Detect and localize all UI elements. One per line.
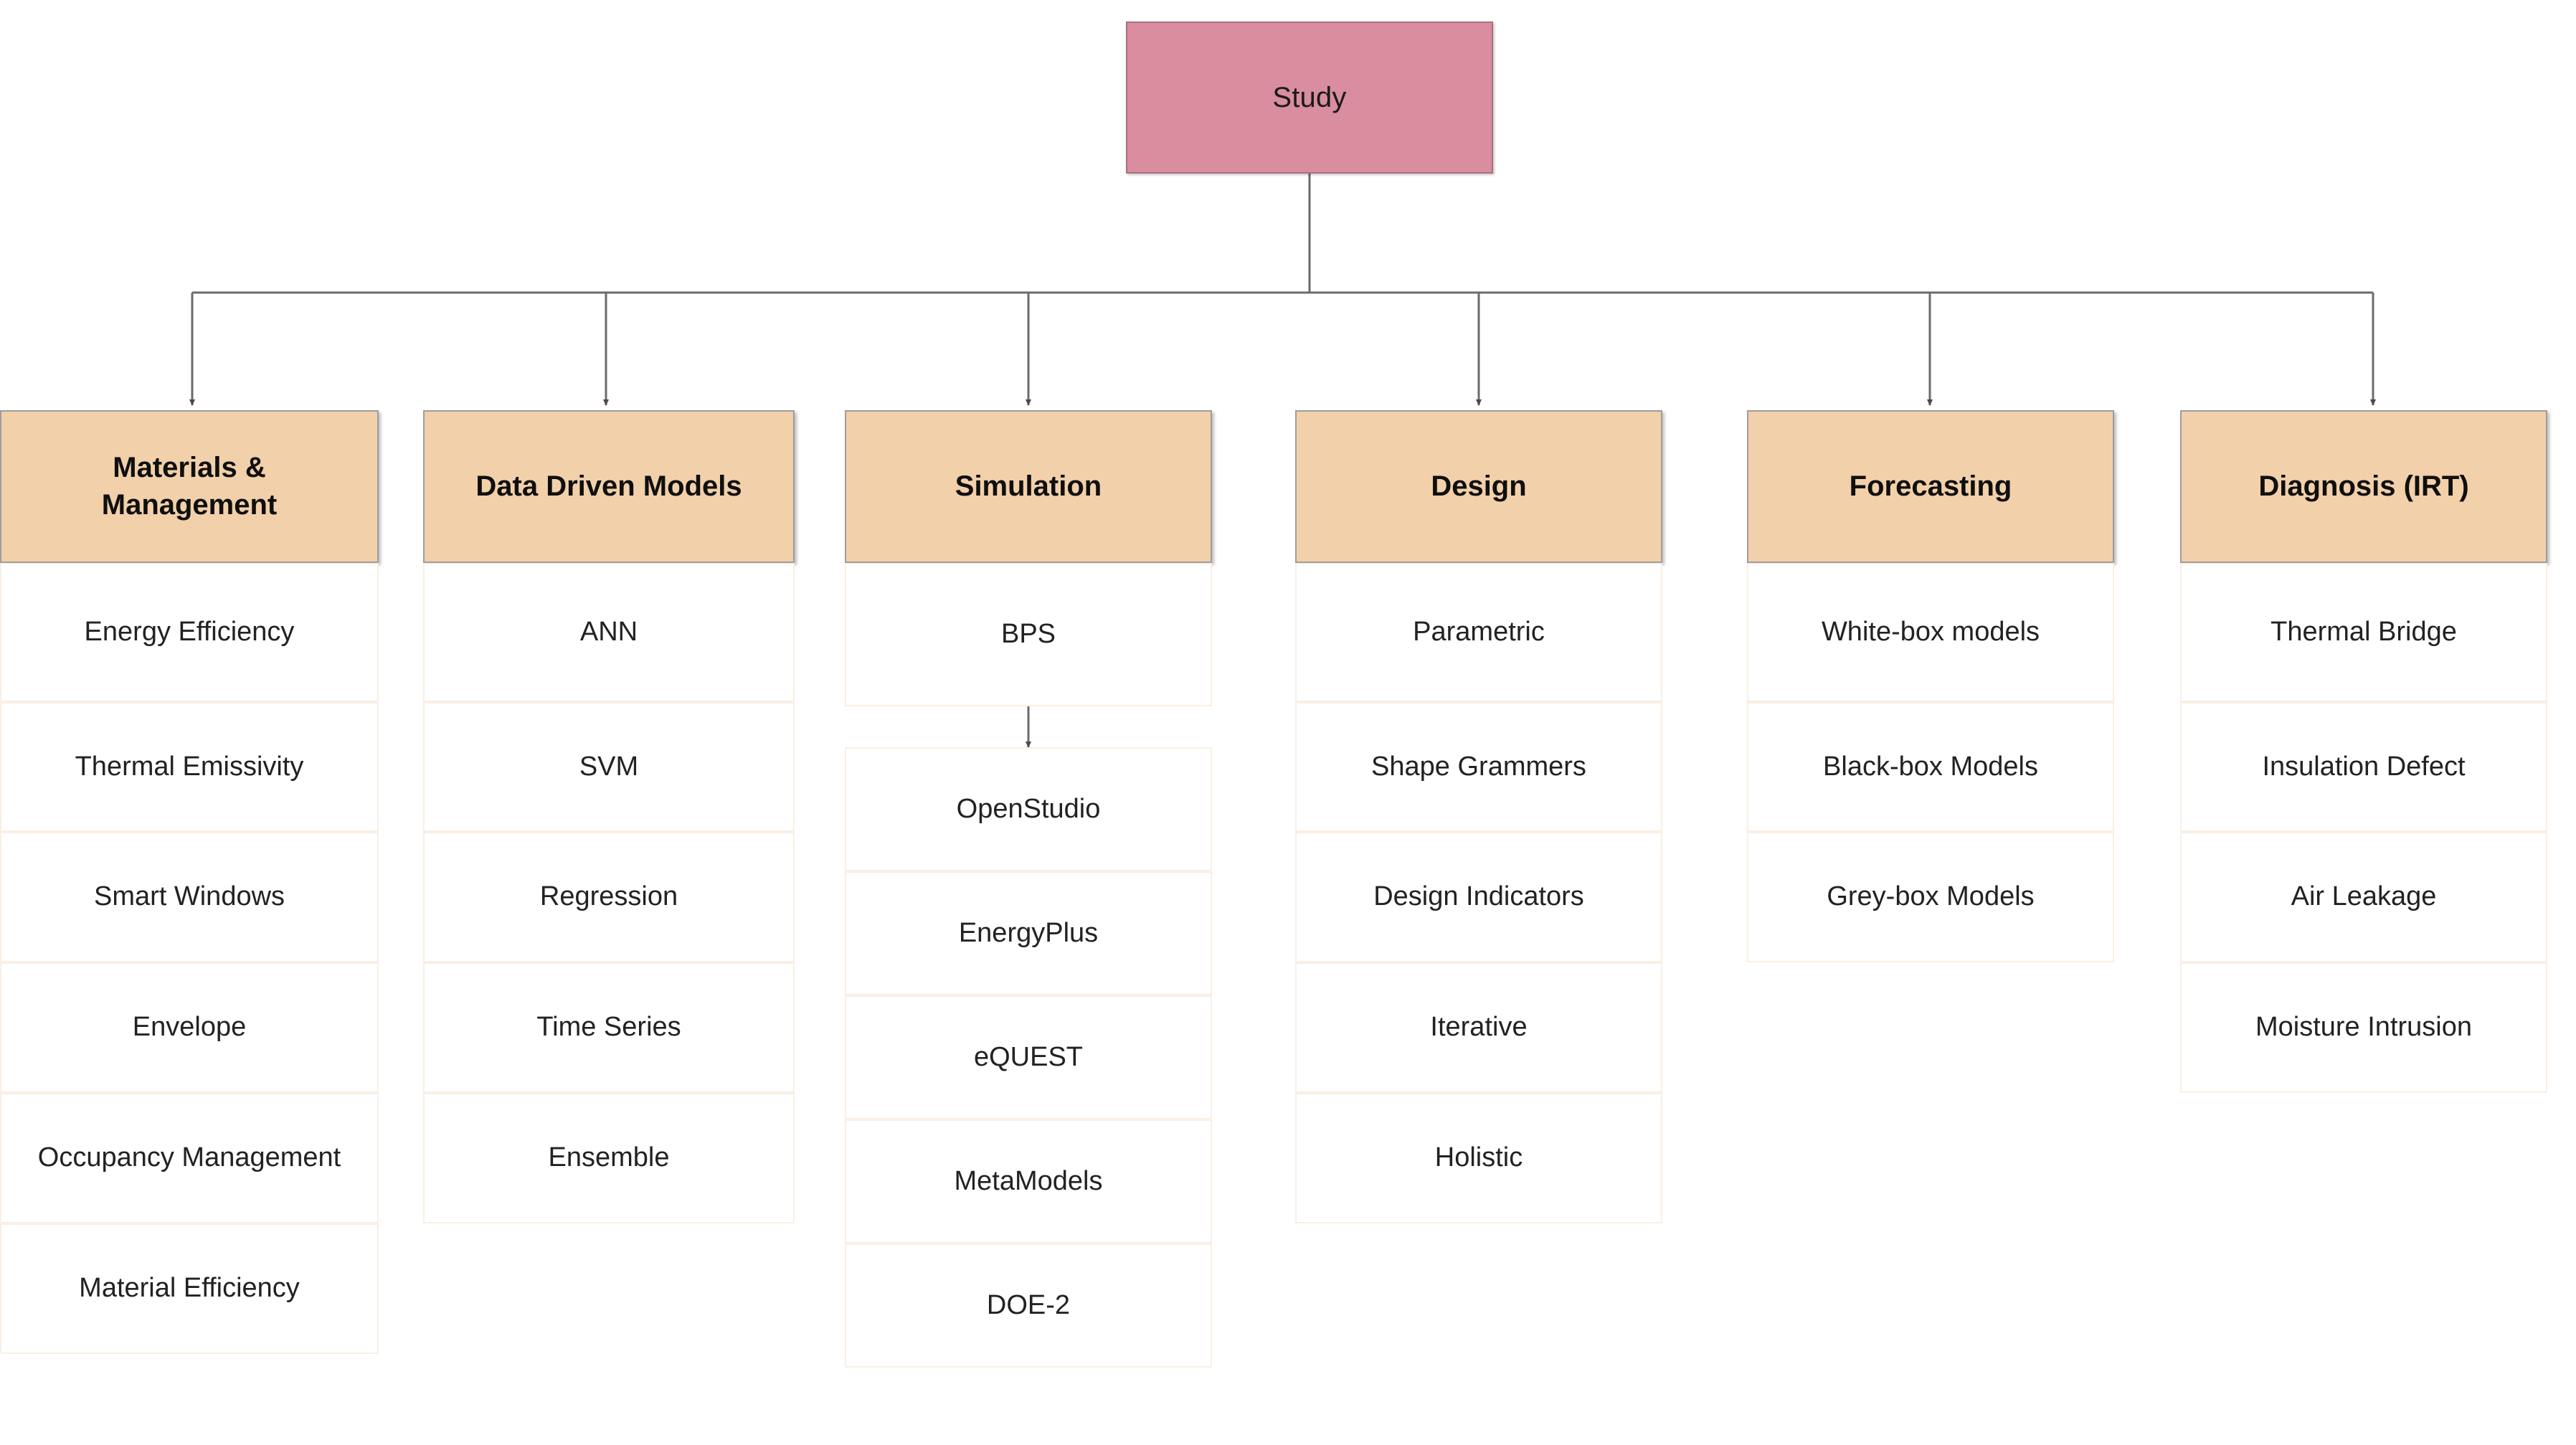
category-header-forecasting[interactable]: Forecasting bbox=[1747, 410, 2114, 563]
leaf-item-label: EnergyPlus bbox=[958, 917, 1099, 948]
leaf-item-label: BPS bbox=[1000, 619, 1056, 650]
leaf-item[interactable]: Parametric bbox=[1295, 563, 1662, 702]
category-header-label: Materials & Management bbox=[101, 452, 278, 521]
leaf-item-label: Occupancy Management bbox=[37, 1142, 341, 1173]
leaf-item[interactable]: Design Indicators bbox=[1295, 832, 1662, 962]
leaf-item[interactable]: Air Leakage bbox=[2180, 832, 2547, 962]
leaf-item-label: Envelope bbox=[132, 1012, 247, 1043]
leaf-item-label: eQUEST bbox=[973, 1041, 1084, 1072]
leaf-item-label: White-box models bbox=[1821, 617, 2040, 648]
leaf-item[interactable]: Shape Grammers bbox=[1295, 702, 1662, 832]
leaf-item-label: Parametric bbox=[1413, 617, 1545, 648]
leaf-item[interactable]: Holistic bbox=[1295, 1093, 1662, 1223]
leaf-item[interactable]: eQUEST bbox=[845, 995, 1212, 1119]
leaf-item[interactable]: SVM bbox=[423, 702, 795, 832]
leaf-item[interactable]: Material Efficiency bbox=[0, 1223, 379, 1354]
leaf-item[interactable]: Thermal Bridge bbox=[2180, 563, 2547, 702]
leaf-item-label: Design Indicators bbox=[1373, 881, 1584, 912]
leaf-item[interactable]: Occupancy Management bbox=[0, 1093, 379, 1223]
leaf-item-label: Time Series bbox=[536, 1012, 681, 1043]
leaf-item[interactable]: BPS bbox=[845, 563, 1212, 706]
leaf-item[interactable]: EnergyPlus bbox=[845, 871, 1212, 995]
leaf-item-label: ANN bbox=[579, 617, 638, 648]
leaf-item[interactable]: Iterative bbox=[1295, 962, 1662, 1093]
leaf-item-label: Thermal Bridge bbox=[2270, 617, 2457, 648]
leaf-item[interactable]: Moisture Intrusion bbox=[2180, 962, 2547, 1093]
leaf-item-label: Moisture Intrusion bbox=[2255, 1012, 2472, 1043]
leaf-item-label: Insulation Defect bbox=[2262, 751, 2466, 782]
category-header-label: Diagnosis (IRT) bbox=[2258, 470, 2469, 502]
leaf-item-label: OpenStudio bbox=[956, 793, 1101, 824]
leaf-item[interactable]: Time Series bbox=[423, 962, 795, 1093]
leaf-item[interactable]: OpenStudio bbox=[845, 747, 1212, 871]
category-header-label: Simulation bbox=[955, 470, 1102, 502]
leaf-item-label: Iterative bbox=[1430, 1012, 1528, 1043]
category-header-diagnosis-irt[interactable]: Diagnosis (IRT) bbox=[2180, 410, 2547, 563]
category-header-label: Data Driven Models bbox=[475, 470, 742, 502]
leaf-item[interactable]: Regression bbox=[423, 832, 795, 962]
leaf-item-label: MetaModels bbox=[954, 1165, 1103, 1196]
category-header-data-driven-models[interactable]: Data Driven Models bbox=[423, 410, 795, 563]
category-header-design[interactable]: Design bbox=[1295, 410, 1662, 563]
leaf-item-label: DOE-2 bbox=[986, 1289, 1071, 1320]
leaf-item-label: Ensemble bbox=[548, 1142, 670, 1173]
leaf-item[interactable]: Energy Efficiency bbox=[0, 563, 379, 702]
leaf-item-label: Energy Efficiency bbox=[84, 617, 295, 648]
root-node-study[interactable]: Study bbox=[1126, 22, 1493, 174]
leaf-item-label: Air Leakage bbox=[2291, 881, 2437, 912]
leaf-item-label: Regression bbox=[539, 881, 678, 912]
category-header-label: Forecasting bbox=[1849, 470, 2012, 502]
leaf-item[interactable]: Insulation Defect bbox=[2180, 702, 2547, 832]
leaf-item[interactable]: Ensemble bbox=[423, 1093, 795, 1223]
leaf-item[interactable]: Envelope bbox=[0, 962, 379, 1093]
leaf-item-label: Material Efficiency bbox=[79, 1273, 300, 1304]
leaf-item-label: Black-box Models bbox=[1823, 751, 2038, 782]
category-header-simulation[interactable]: Simulation bbox=[845, 410, 1212, 563]
leaf-item[interactable]: DOE-2 bbox=[845, 1243, 1212, 1368]
leaf-item[interactable]: Thermal Emissivity bbox=[0, 702, 379, 832]
leaf-item[interactable]: White-box models bbox=[1747, 563, 2114, 702]
leaf-item[interactable]: MetaModels bbox=[845, 1119, 1212, 1243]
leaf-item[interactable]: Grey-box Models bbox=[1747, 832, 2114, 962]
leaf-item-label: Shape Grammers bbox=[1371, 751, 1586, 782]
leaf-item[interactable]: Black-box Models bbox=[1747, 702, 2114, 832]
category-header-label: Design bbox=[1431, 470, 1527, 502]
category-header-materials-management[interactable]: Materials & Management bbox=[0, 410, 379, 563]
leaf-item-label: Holistic bbox=[1434, 1142, 1523, 1173]
leaf-item-label: Grey-box Models bbox=[1827, 881, 2035, 912]
leaf-item-label: SVM bbox=[579, 751, 639, 782]
leaf-item-label: Smart Windows bbox=[93, 881, 285, 912]
leaf-item-label: Thermal Emissivity bbox=[75, 751, 304, 782]
leaf-item[interactable]: Smart Windows bbox=[0, 832, 379, 962]
leaf-item[interactable]: ANN bbox=[423, 563, 795, 702]
root-node-label: Study bbox=[1272, 81, 1347, 113]
